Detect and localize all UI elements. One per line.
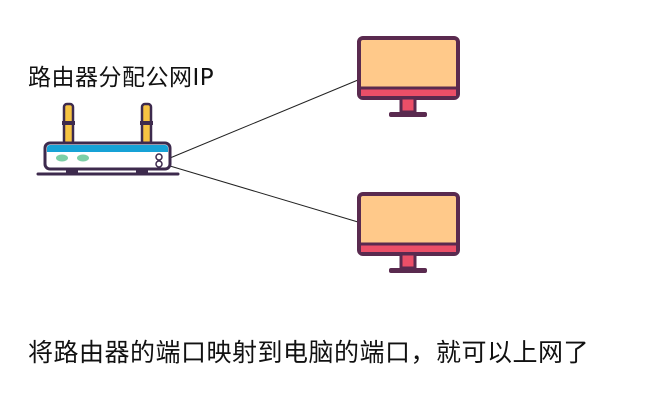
router-icon [36, 102, 180, 176]
caption-text: 将路由器的端口映射到电脑的端口，就可以上网了 [28, 338, 590, 367]
connection-line-monitor-1 [169, 79, 359, 159]
router-label: 路由器分配公网IP [28, 65, 215, 91]
monitor-icon [357, 192, 460, 273]
connection-line-monitor-2 [169, 165, 359, 223]
monitor-icon [357, 36, 460, 117]
